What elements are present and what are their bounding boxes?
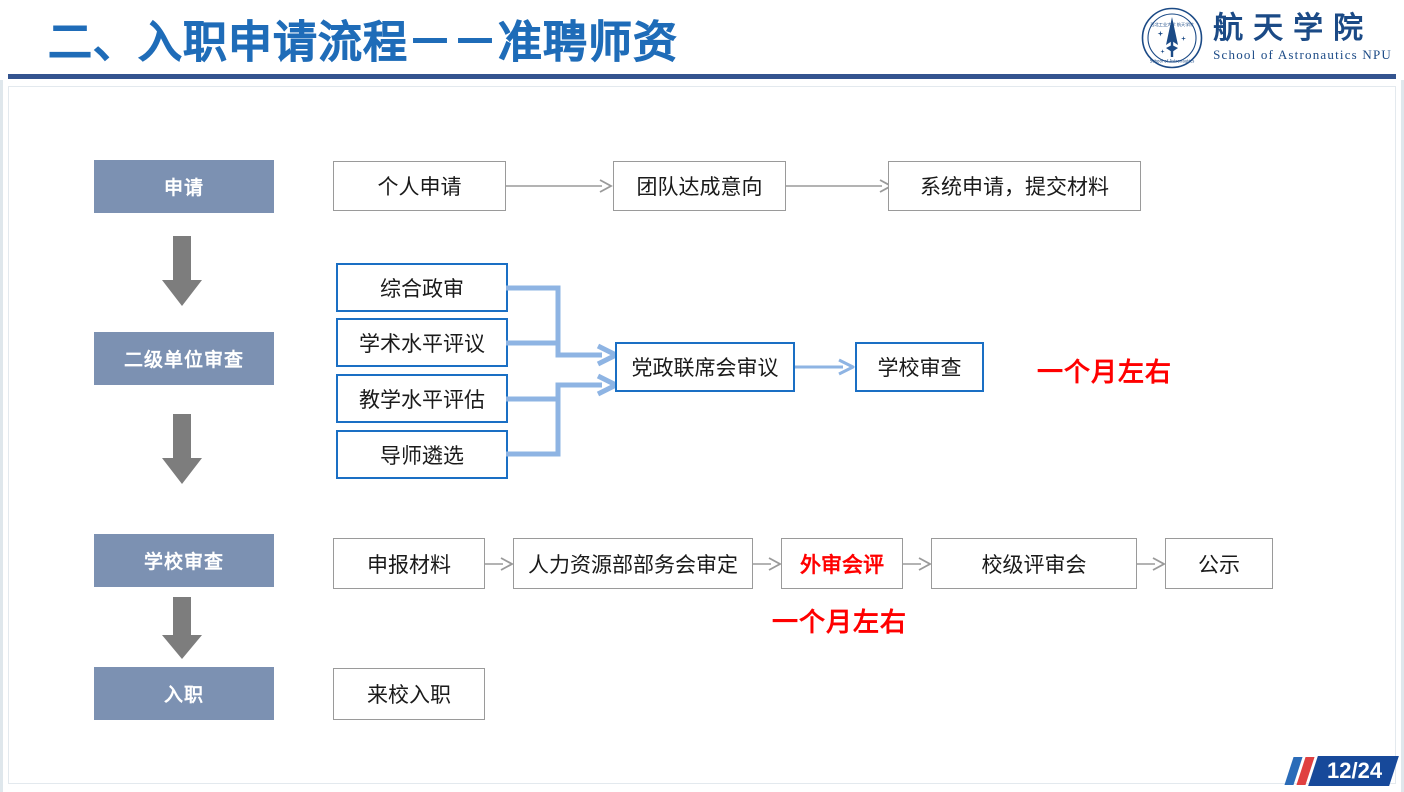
node-join-university[interactable]: 来校入职 [333,668,485,720]
note-duration-school-review: 一个月左右 [772,608,908,638]
node-label: 来校入职 [367,683,451,707]
down-arrow-1 [155,236,209,313]
slide-footer: 12/24 [0,752,1404,792]
page-number-badge: 12/24 [1284,756,1399,786]
page-number-plate: 12/24 [1308,756,1399,786]
phase-label-onboard: 入职 [95,668,273,719]
page-number-text: 12/24 [1326,758,1382,783]
node-public-announcement[interactable]: 公示 [1165,538,1273,589]
logo-english-name: School of Astronautics NPU [1213,46,1392,62]
down-arrow-3 [155,597,209,666]
node-application-materials[interactable]: 申报材料 [333,538,485,589]
node-external-review-meeting[interactable]: 外审会评 [781,538,903,589]
node-joint-party-gov-meeting[interactable]: 党政联席会审议 [615,342,795,392]
node-teaching-level-assessment[interactable]: 教学水平评估 [336,374,508,423]
down-arrow-2 [155,414,209,491]
phase-label-text: 申请 [163,177,204,199]
node-label: 系统申请，提交材料 [920,175,1109,199]
phase-label-school-review: 学校审查 [95,535,273,586]
logo-chinese-name: 航天学院 [1213,11,1374,47]
school-logo: 西北工业大学 航天学院 School of Astronautics 航天学院 … [1141,4,1392,72]
page-title: 二、入职申请流程－－准聘师资 [48,17,678,69]
svg-text:西北工业大学 航天学院: 西北工业大学 航天学院 [1150,21,1194,28]
node-label: 导师遴选 [380,443,464,468]
node-comprehensive-political-review[interactable]: 综合政审 [336,263,508,312]
arrow-row3-3 [903,549,932,584]
phase-label-text: 入职 [163,684,204,706]
node-hr-department-meeting[interactable]: 人力资源部部务会审定 [513,538,753,589]
node-label: 团队达成意向 [636,175,763,199]
phase-label-apply: 申请 [95,161,273,212]
node-personal-application[interactable]: 个人申请 [333,161,506,211]
arrow-row3-1 [485,549,514,584]
slide-frame-right [1401,0,1404,792]
node-label: 外审会评 [800,552,884,577]
node-label: 学术水平评议 [359,331,485,356]
slide-frame-left [0,0,3,792]
node-label: 个人申请 [377,175,462,199]
node-label: 党政联席会审议 [631,356,779,380]
arrow-row1-1 [506,171,613,206]
note-duration-unit-review: 一个月左右 [1037,358,1173,388]
branch-connectors [506,280,621,465]
header-divider [8,74,1396,79]
node-label: 校级评审会 [981,552,1087,577]
node-label: 学校审查 [877,356,962,380]
arrow-row2 [795,352,855,387]
node-team-agreement[interactable]: 团队达成意向 [613,161,786,211]
npu-astronautics-emblem-icon: 西北工业大学 航天学院 School of Astronautics [1141,7,1203,69]
node-academic-level-review[interactable]: 学术水平评议 [336,318,508,367]
arrow-row3-4 [1137,549,1166,584]
node-label: 综合政审 [380,276,464,301]
node-label: 人力资源部部务会审定 [528,552,738,577]
slide-header: 二、入职申请流程－－准聘师资 西北工业大学 航天学院 School of Ast… [0,0,1404,80]
node-system-application[interactable]: 系统申请，提交材料 [888,161,1141,211]
arrow-row3-2 [753,549,782,584]
node-label: 申报材料 [367,552,451,577]
phase-label-text: 学校审查 [143,551,224,573]
phase-label-unit-review: 二级单位审查 [95,333,273,384]
node-supervisor-selection[interactable]: 导师遴选 [336,430,508,479]
node-label: 公示 [1198,552,1240,577]
node-school-review[interactable]: 学校审查 [855,342,984,392]
node-university-review-committee[interactable]: 校级评审会 [931,538,1137,589]
phase-label-text: 二级单位审查 [123,349,244,371]
arrow-row1-2 [786,171,893,206]
svg-text:School of Astronautics: School of Astronautics [1150,59,1195,64]
node-label: 教学水平评估 [359,387,485,412]
